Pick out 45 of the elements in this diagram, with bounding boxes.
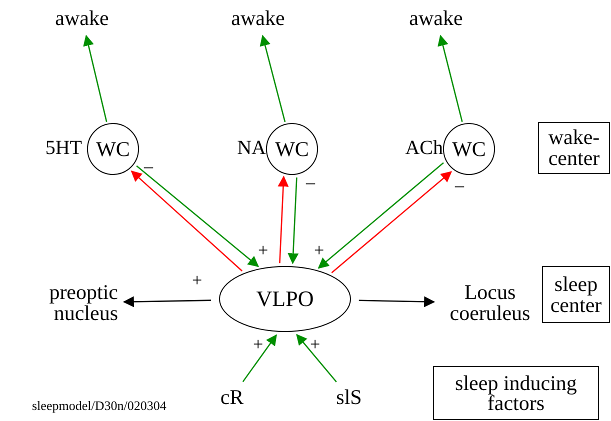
- arrow: [130, 170, 243, 272]
- node-text: WC: [96, 139, 130, 159]
- node-text: wake- center: [547, 127, 601, 169]
- sign-label: +: [192, 270, 202, 290]
- transmitter-label: 5HT: [44, 138, 82, 158]
- sign-label: +: [258, 240, 268, 260]
- arrow: [296, 334, 337, 382]
- node-label: cR: [218, 385, 246, 409]
- sign-label: –: [306, 172, 315, 192]
- arrow: [260, 34, 286, 122]
- node-label: awake: [228, 6, 288, 30]
- transmitter-label: ACh: [404, 138, 443, 158]
- arrow: [242, 334, 277, 382]
- node-text: WC: [452, 139, 486, 159]
- sign-label: –: [455, 175, 464, 195]
- wake-center-circle: [443, 123, 495, 175]
- node-text: sleep inducing factors: [454, 373, 578, 413]
- arrow: [136, 165, 260, 268]
- arrow: [288, 177, 299, 264]
- wake-center-circle: [87, 123, 139, 175]
- node-label: slS: [331, 385, 367, 409]
- node-text: WC: [275, 139, 309, 159]
- arrow: [318, 162, 444, 269]
- node-label: awake: [52, 6, 112, 30]
- sign-label: +: [310, 334, 320, 354]
- node-text: VLPO: [256, 289, 314, 309]
- node-label: awake: [406, 6, 466, 30]
- arrow: [358, 296, 436, 308]
- arrow: [83, 34, 108, 122]
- legend-box: [542, 266, 610, 323]
- node-label: Locus coeruleus: [440, 282, 540, 324]
- node-label: preoptic nucleus: [8, 282, 118, 324]
- legend-box: [433, 366, 599, 420]
- sign-label: +: [314, 240, 324, 260]
- node-text: sleep center: [549, 274, 603, 316]
- transmitter-label: NA: [236, 138, 266, 158]
- arrow: [122, 296, 212, 308]
- arrow: [331, 171, 452, 274]
- legend-box: [538, 122, 610, 174]
- note-text: sleepmodel/D30n/020304: [32, 398, 166, 413]
- arrow: [278, 176, 289, 264]
- wake-center-circle: [266, 123, 318, 175]
- arrow: [438, 34, 463, 122]
- sign-label: +: [253, 334, 264, 354]
- sign-label: –: [144, 156, 153, 176]
